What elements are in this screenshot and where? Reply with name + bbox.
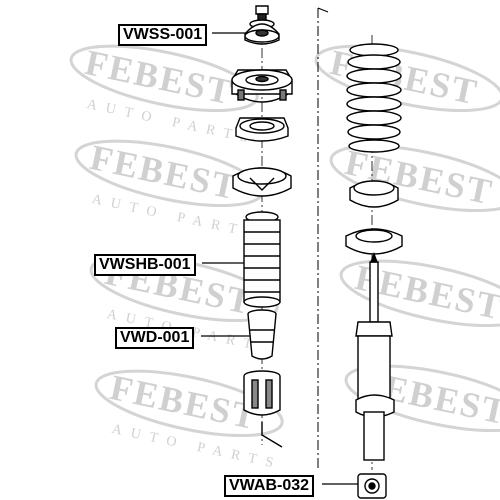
part-lower-rod-line [261, 422, 283, 448]
label-bump-stop: VWD-001 [115, 327, 195, 349]
part-upper-mount [231, 69, 293, 103]
part-spring-seat-lower [349, 180, 399, 208]
label-strut-mount: VWSS-001 [118, 24, 208, 46]
part-bottom-bushing [357, 473, 387, 499]
part-dust-boot [243, 211, 281, 308]
label-bottom-bushing: VWAB-032 [224, 475, 315, 497]
part-bump-stop [247, 309, 277, 360]
part-coil-spring [346, 43, 402, 153]
part-spring-pad [345, 228, 403, 255]
part-shock-absorber [355, 252, 395, 461]
part-lower-sleeve [243, 370, 281, 416]
part-strut-mount [244, 5, 280, 45]
part-spring-seat-upper [232, 167, 292, 197]
watermark-5: FEBEST [314, 42, 500, 112]
boundary-corner [317, 7, 329, 13]
watermark-tagline: AUTO PARTS [110, 422, 283, 473]
part-bearing [235, 117, 289, 142]
leader-lines [201, 32, 358, 485]
watermark-tagline: AUTO PARTS [90, 192, 263, 243]
label-dust-boot: VWSHB-001 [94, 254, 196, 276]
